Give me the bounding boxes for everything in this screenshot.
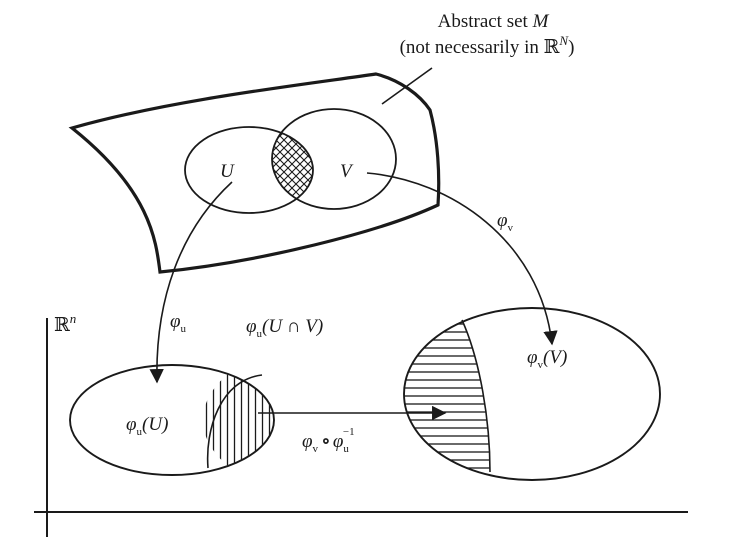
phi-v-intersection-region: [404, 319, 490, 472]
phi-u-image: [69, 364, 275, 476]
phi-u-arrow: [149, 181, 233, 384]
phi-v-image: [403, 307, 661, 481]
label-phi-u-intersection: φu(U ∩ V): [246, 316, 323, 340]
label-phi-v-map: φv: [497, 210, 514, 234]
manifold-label-line1: Abstract set M: [438, 11, 550, 32]
manifold-sheet: [68, 72, 441, 274]
label-phi-u-map: φu: [170, 311, 187, 335]
phi-v-intersection-boundary: [461, 319, 491, 473]
label-U: U: [220, 161, 235, 182]
label-transition-map: φv∘φu−1: [302, 426, 355, 455]
label-R-n: ℝn: [54, 311, 76, 336]
label-phi-u-of-U: φu(U): [126, 414, 168, 438]
set-U: [184, 126, 314, 214]
phi-v-arrow: [366, 172, 558, 346]
label-V: V: [340, 161, 354, 182]
manifold-label-leader: [381, 67, 433, 105]
phi-u-intersection-boundary: [206, 374, 263, 469]
label-phi-v-of-V: φv(V): [527, 347, 567, 371]
set-V: [271, 108, 397, 210]
manifold-label-line2: (not necessarily in ℝN): [400, 33, 575, 58]
